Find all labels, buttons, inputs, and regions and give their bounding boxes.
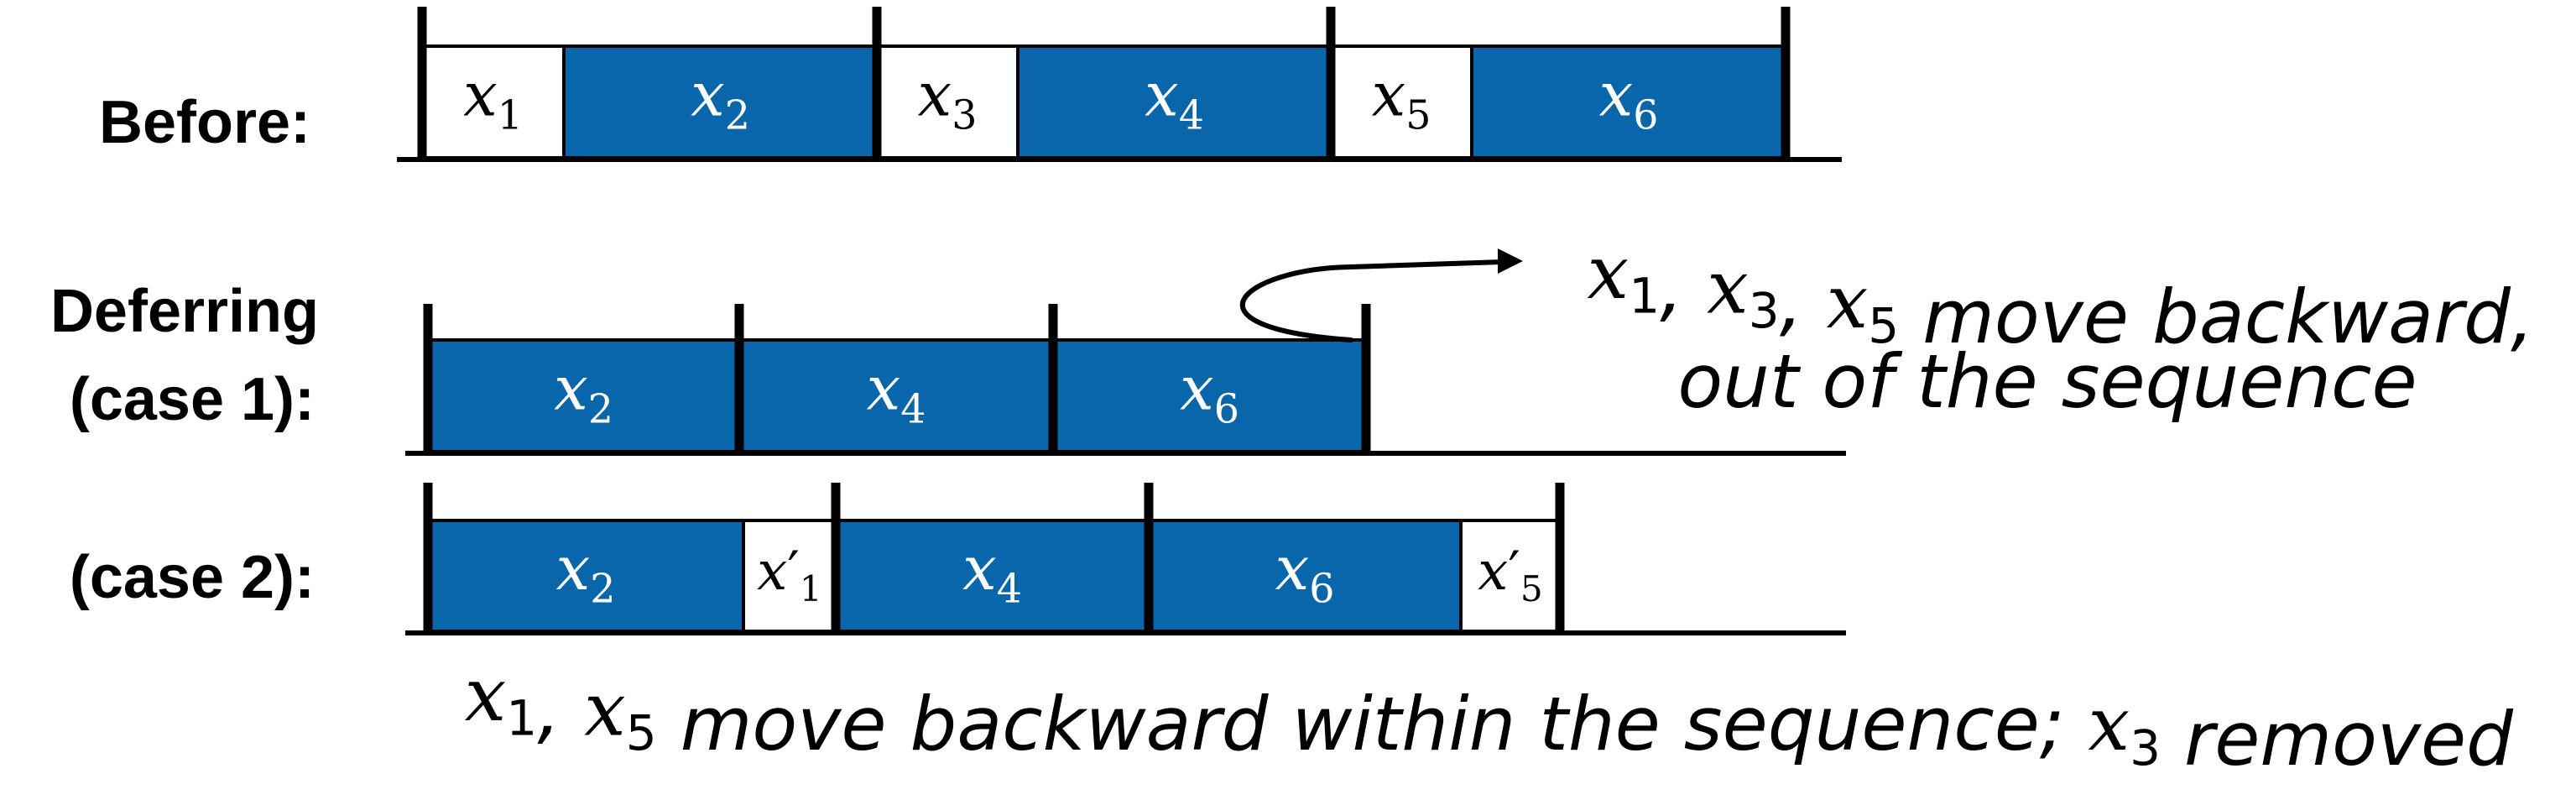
cell-box [742, 519, 837, 633]
sequence-cell-case2-4: x6 [1147, 519, 1463, 633]
cell-label: x4 [1145, 59, 1204, 139]
sequence-cell-case1-2: x4 [738, 338, 1055, 453]
row-case1: x2 x4 x6 [405, 304, 1846, 456]
label-case1: (case 1): [70, 366, 315, 433]
row-before: x1 x2 x3 x4 x5 x6 [397, 7, 1842, 162]
sequence-cell-case2-2: x′1 [742, 519, 837, 633]
sequence-cell-case1-3: x6 [1051, 338, 1368, 453]
cell-box [1016, 44, 1332, 159]
sequence-cell-case2-1: x2 [426, 519, 745, 633]
label-before: Before: [99, 89, 310, 156]
cell-label: x′5 [1478, 541, 1543, 609]
sequence-cell-before-4: x4 [1016, 44, 1332, 159]
cell-box [834, 519, 1150, 633]
cell-label: x6 [1599, 59, 1659, 139]
cell-label: x5 [1372, 59, 1431, 139]
cell-label: x1 [463, 59, 523, 139]
sequence-cell-before-5: x5 [1329, 44, 1473, 159]
cell-label: x4 [962, 533, 1022, 613]
cell-box [738, 338, 1055, 453]
label-deferring: Deferring [50, 278, 319, 345]
cell-label: x6 [1275, 533, 1335, 613]
cell-label: x6 [1180, 353, 1239, 432]
row-case2: x2 x′1 x4 x6 x′5 [405, 483, 1846, 635]
cell-label: x2 [556, 533, 616, 613]
cell-label: x4 [867, 353, 926, 432]
move-out-arrow [1239, 248, 1523, 342]
cell-label: x2 [691, 59, 750, 139]
cell-label: x′1 [757, 541, 822, 609]
label-case2: (case 2): [70, 544, 315, 611]
sequence-cell-case2-3: x4 [834, 519, 1150, 633]
cell-label: x3 [918, 59, 978, 139]
annotation-case1: x1, x3, x5 move backward, [1588, 229, 2534, 360]
cell-box [1470, 44, 1787, 159]
cell-box [426, 519, 745, 633]
sequence-cell-before-1: x1 [420, 44, 566, 159]
sequence-cell-case1-1: x2 [426, 338, 741, 453]
sequence-cell-before-3: x3 [875, 44, 1019, 159]
sequence-cell-before-2: x2 [562, 44, 879, 159]
sequence-cell-case2-5: x′5 [1459, 519, 1562, 633]
sequence-cell-before-6: x6 [1470, 44, 1787, 159]
cell-box [1147, 519, 1463, 633]
cell-label: x2 [554, 353, 613, 432]
annotation-case1-line2: out of the sequence [1677, 338, 2417, 425]
annotation-case2: x1, x5 move backward within the sequence… [465, 651, 2515, 782]
